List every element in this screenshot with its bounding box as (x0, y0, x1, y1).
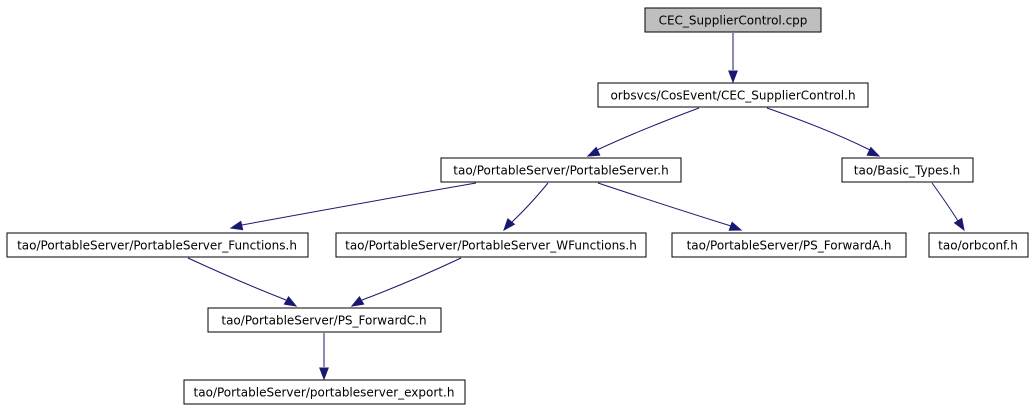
node-ps-export-h[interactable]: tao/PortableServer/portableserver_export… (183, 379, 466, 405)
edge-ps-functions-h-to-ps-forwardc-h (187, 257, 298, 307)
svg-text:tao/PortableServer/PortableSer: tao/PortableServer/PortableServer_Functi… (17, 239, 297, 253)
edge-ps-forwardc-h-to-ps-export-h (319, 333, 329, 381)
svg-text:tao/orbconf.h: tao/orbconf.h (938, 239, 1018, 253)
edge-ps-wfunctions-h-to-ps-forwardc-h (350, 257, 462, 307)
svg-text:tao/PortableServer/PortableSer: tao/PortableServer/PortableServer_WFunct… (345, 239, 637, 253)
edge-arrowhead (866, 146, 881, 157)
edge-arrowhead (319, 367, 329, 381)
svg-text:tao/PortableServer/PS_ForwardC: tao/PortableServer/PS_ForwardC.h (221, 314, 426, 328)
svg-text:tao/PortableServer/PortableSer: tao/PortableServer/PortableServer.h (453, 164, 668, 178)
node-portable-server-h[interactable]: tao/PortableServer/PortableServer.h (440, 157, 682, 183)
edge-line (597, 182, 732, 227)
edges-layer (187, 33, 965, 381)
edge-portable-server-h-to-ps-functions-h (229, 182, 477, 231)
svg-text:orbsvcs/CosEvent/CEC_SupplierC: orbsvcs/CosEvent/CEC_SupplierControl.h (610, 89, 855, 103)
edge-line (361, 257, 462, 301)
edge-line (187, 257, 287, 301)
edge-line (511, 182, 549, 223)
node-supplier-control-h[interactable]: orbsvcs/CosEvent/CEC_SupplierControl.h (597, 82, 869, 108)
edge-line (931, 182, 959, 222)
svg-text:tao/Basic_Types.h: tao/Basic_Types.h (854, 164, 960, 178)
edge-line (766, 107, 871, 151)
svg-text:tao/PortableServer/portableser: tao/PortableServer/portableserver_export… (194, 386, 455, 400)
edge-arrowhead (283, 295, 298, 307)
edge-supplier-control-h-to-portable-server-h (586, 107, 700, 157)
edge-portable-server-h-to-ps-forwarda-h (597, 182, 743, 231)
node-root[interactable]: CEC_SupplierControl.cpp (644, 7, 822, 33)
edge-arrowhead (350, 295, 365, 307)
node-ps-forwarda-h[interactable]: tao/PortableServer/PS_ForwardA.h (671, 232, 907, 258)
edge-arrowhead (229, 220, 244, 231)
node-ps-functions-h[interactable]: tao/PortableServer/PortableServer_Functi… (6, 232, 309, 258)
edge-line (596, 107, 700, 151)
edge-arrowhead (728, 221, 743, 231)
edge-arrowhead (953, 217, 965, 232)
node-basic-types-h[interactable]: tao/Basic_Types.h (841, 157, 974, 183)
edge-line (241, 182, 477, 226)
edge-portable-server-h-to-ps-wfunctions-h (503, 182, 549, 232)
edge-basic-types-h-to-orbconf-h (931, 182, 965, 232)
node-ps-forwardc-h[interactable]: tao/PortableServer/PS_ForwardC.h (207, 307, 442, 333)
svg-text:CEC_SupplierControl.cpp: CEC_SupplierControl.cpp (659, 14, 808, 28)
svg-text:tao/PortableServer/PS_ForwardA: tao/PortableServer/PS_ForwardA.h (687, 239, 892, 253)
node-orbconf-h[interactable]: tao/orbconf.h (928, 232, 1029, 258)
edge-supplier-control-h-to-basic-types-h (766, 107, 881, 157)
edge-arrowhead (503, 218, 516, 232)
edge-root-to-supplier-control-h (728, 33, 738, 84)
edge-arrowhead (728, 70, 738, 84)
edge-arrowhead (586, 146, 601, 157)
node-ps-wfunctions-h[interactable]: tao/PortableServer/PortableServer_WFunct… (335, 232, 647, 258)
